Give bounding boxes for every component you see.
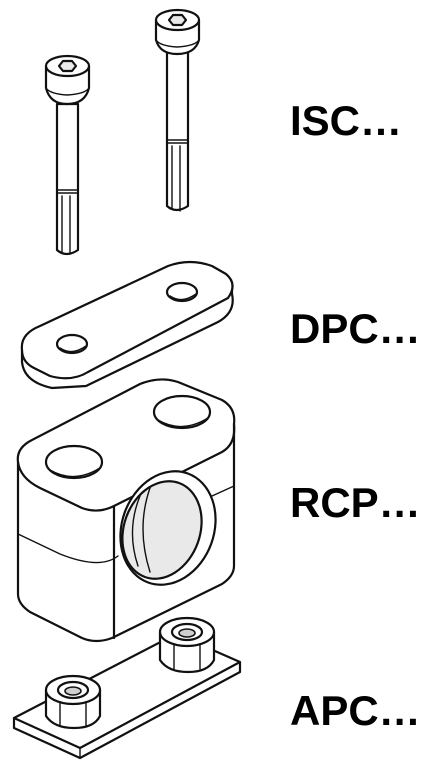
- weld-nut-back: [158, 616, 216, 674]
- label-isc: ISC…: [290, 97, 403, 144]
- weld-nut-front: [44, 674, 102, 730]
- label-apc: APC…: [290, 687, 421, 734]
- screw-right: [154, 8, 201, 212]
- label-rcp: RCP…: [290, 479, 421, 526]
- screw-left: [44, 54, 91, 256]
- clamp-body: [16, 378, 236, 643]
- cover-plate: [20, 260, 234, 390]
- label-dpc: DPC…: [290, 305, 421, 352]
